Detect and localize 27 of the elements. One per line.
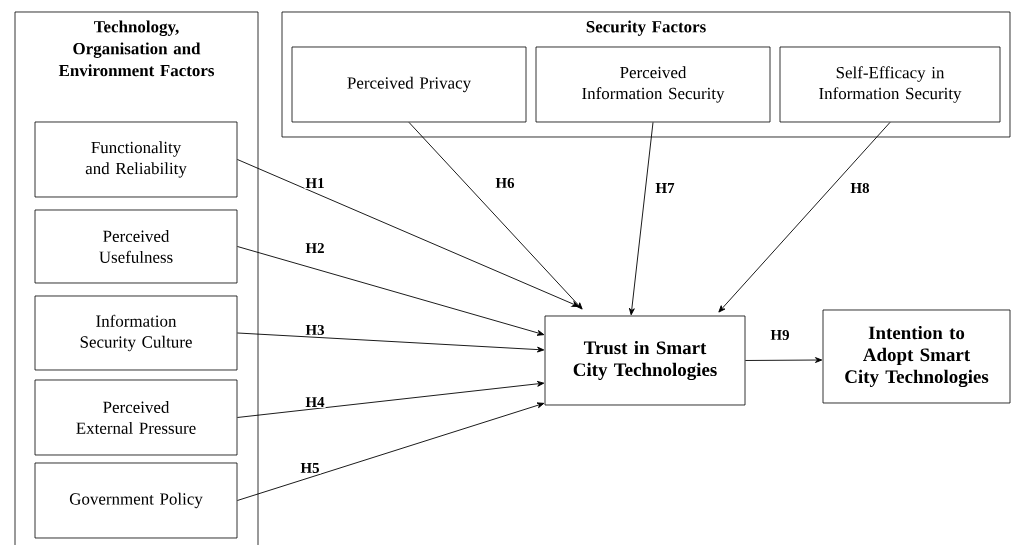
edge-label: H5 [299, 462, 321, 474]
arrow [628, 121, 654, 316]
factor-box: Trust in Smart City Technologies [544, 315, 746, 406]
edge-label: H6 [494, 177, 516, 189]
factor-box: Perceived Usefulness [34, 209, 238, 284]
edge-label: H1 [304, 177, 326, 189]
edge-label: H7 [654, 182, 676, 194]
factor-box: Perceived Information Security [535, 46, 771, 123]
factor-box: Perceived External Pressure [34, 379, 238, 456]
factor-box: Government Policy [34, 462, 238, 539]
arrow [236, 159, 580, 307]
arrow [236, 246, 545, 336]
arrow [718, 121, 891, 313]
edge-label: H9 [769, 329, 791, 341]
arrow [236, 332, 545, 353]
factor-box: Self-Efficacy in Information Security [779, 46, 1001, 123]
factor-box: Information Security Culture [34, 295, 238, 371]
edge-label: H3 [304, 324, 326, 336]
factor-box: Functionality and Reliability [34, 121, 238, 198]
arrow [744, 357, 823, 363]
factor-box: Perceived Privacy [291, 46, 527, 123]
factor-box: Intention to Adopt Smart City Technologies [822, 309, 1011, 404]
arrow [236, 380, 545, 418]
arrow [236, 402, 545, 501]
edge-label: H4 [304, 396, 326, 408]
edge-label: H8 [849, 181, 871, 195]
edge-label: H2 [304, 242, 326, 254]
